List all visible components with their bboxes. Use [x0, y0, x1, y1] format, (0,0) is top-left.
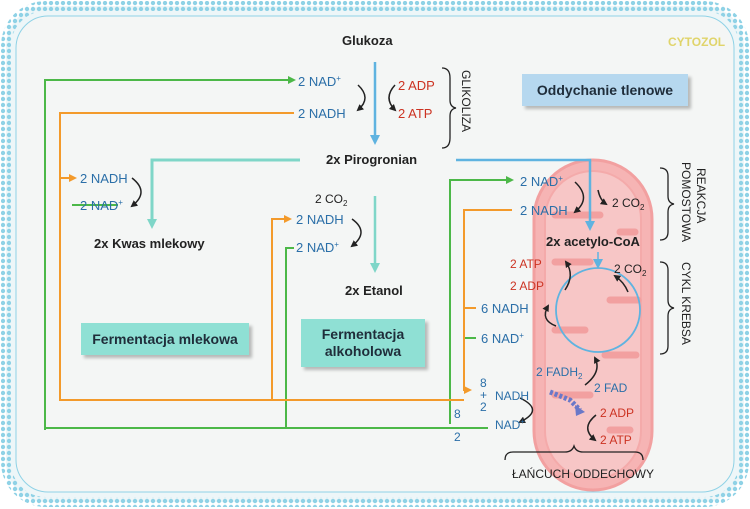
label-chain-nadh: NADH — [495, 389, 529, 403]
label-alcohol-co2: 2 CO2 — [315, 192, 348, 208]
label-fad: 2 FAD — [594, 381, 628, 395]
curve-nad-nadh-glycolysis — [356, 84, 366, 112]
curve-lactic — [130, 177, 142, 208]
label-pirogronian: 2x Pirogronian — [326, 152, 417, 167]
curve-bridge-nad — [573, 181, 585, 214]
label-bridge-nadh: 2 NADH — [520, 203, 568, 218]
label-glycolysis-nadh: 2 NADH — [298, 106, 346, 121]
brace-bridge — [659, 167, 675, 241]
label-glukoza: Glukoza — [342, 33, 393, 48]
label-glycolysis-adp: 2 ADP — [398, 78, 435, 93]
brace-krebs — [659, 261, 675, 355]
arrow-to-acetyl — [456, 158, 595, 231]
label-bridge-nad: 2 NAD+ — [520, 174, 563, 189]
label-chain-atp: 2 ATP — [600, 433, 632, 447]
label-lactic-nad: 2 NAD+ — [80, 198, 123, 213]
label-eight: 8 — [454, 407, 461, 421]
label-fadh2: 2 FADH2 — [536, 365, 583, 381]
label-glycolysis-nad: 2 NAD+ — [298, 74, 341, 89]
curve-chain-nad — [518, 397, 534, 423]
label-pomostowa: POMOSTOWA — [679, 162, 693, 242]
label-alcohol-nadh: 2 NADH — [296, 212, 344, 227]
green-line-lactic — [150, 158, 300, 222]
label-acetylo-coa: 2x acetylo-CoA — [546, 234, 641, 249]
curve-adp-atp-glycolysis — [388, 84, 397, 112]
orange-line-bridge — [463, 209, 512, 394]
label-two: 2 — [454, 430, 461, 444]
label-cykl-krebsa: CYKL KREBSA — [679, 262, 693, 345]
box-alkoholowa-line1: Fermentacja — [321, 326, 405, 342]
curve-atp — [564, 260, 572, 291]
box-alkoholowa-line2: alkoholowa — [324, 343, 402, 359]
label-krebs-nadh: 6 NADH — [481, 301, 529, 316]
brace-glycolysis — [441, 67, 457, 149]
label-lactic-nadh: 2 NADH — [80, 171, 128, 186]
label-chain-adp: 2 ADP — [600, 406, 634, 420]
electron-chain-head — [575, 405, 585, 416]
curve-co2-krebs — [613, 274, 629, 293]
label-chain-plus: + — [480, 388, 487, 402]
curve-krebs-nadh — [542, 304, 557, 327]
label-krebs-nad: 6 NAD+ — [481, 331, 524, 346]
orange-line-to-alcohol — [271, 215, 292, 400]
label-chain-2: 2 — [480, 400, 487, 414]
label-krebs-atp: 2 ATP — [510, 257, 542, 271]
orange-line-glycolysis — [59, 112, 464, 401]
label-lancuch: ŁAŃCUCH ODDECHOWY — [512, 466, 654, 481]
green-line-glycolysis — [44, 76, 296, 430]
label-chain-nad: NAD+ — [495, 417, 525, 432]
curve-fad — [584, 356, 601, 386]
label-krebs-adp: 2 ADP — [510, 279, 544, 293]
label-krebs-co2: 2 CO2 — [614, 262, 647, 278]
curve-bridge-co2 — [597, 189, 608, 206]
box-fermentacja-alkoholowa: Fermentacja alkoholowa — [301, 319, 425, 367]
label-bridge-co2: 2 CO2 — [612, 196, 645, 212]
curve-chain-atp — [587, 414, 597, 442]
label-kwas-mlekowy: 2x Kwas mlekowy — [94, 236, 205, 251]
box-oddychanie-tlenowe: Oddychanie tlenowe — [522, 74, 688, 106]
label-cytozol: CYTOZOL — [668, 35, 725, 49]
box-fermentacja-mlekowa: Fermentacja mlekowa — [81, 323, 249, 355]
label-glycolysis-atp: 2 ATP — [398, 106, 432, 121]
curve-alcohol — [350, 218, 362, 248]
label-etanol: 2x Etanol — [345, 283, 403, 298]
label-glikoliza: GLIKOLIZA — [459, 70, 473, 132]
brace-chain — [504, 443, 644, 461]
label-chain-8: 8 — [480, 376, 487, 390]
green-line-alcohol — [285, 247, 294, 428]
green-line-bridge — [449, 176, 514, 424]
label-reakcja: REAKCJA — [694, 168, 708, 223]
label-alcohol-nad: 2 NAD+ — [296, 240, 339, 255]
